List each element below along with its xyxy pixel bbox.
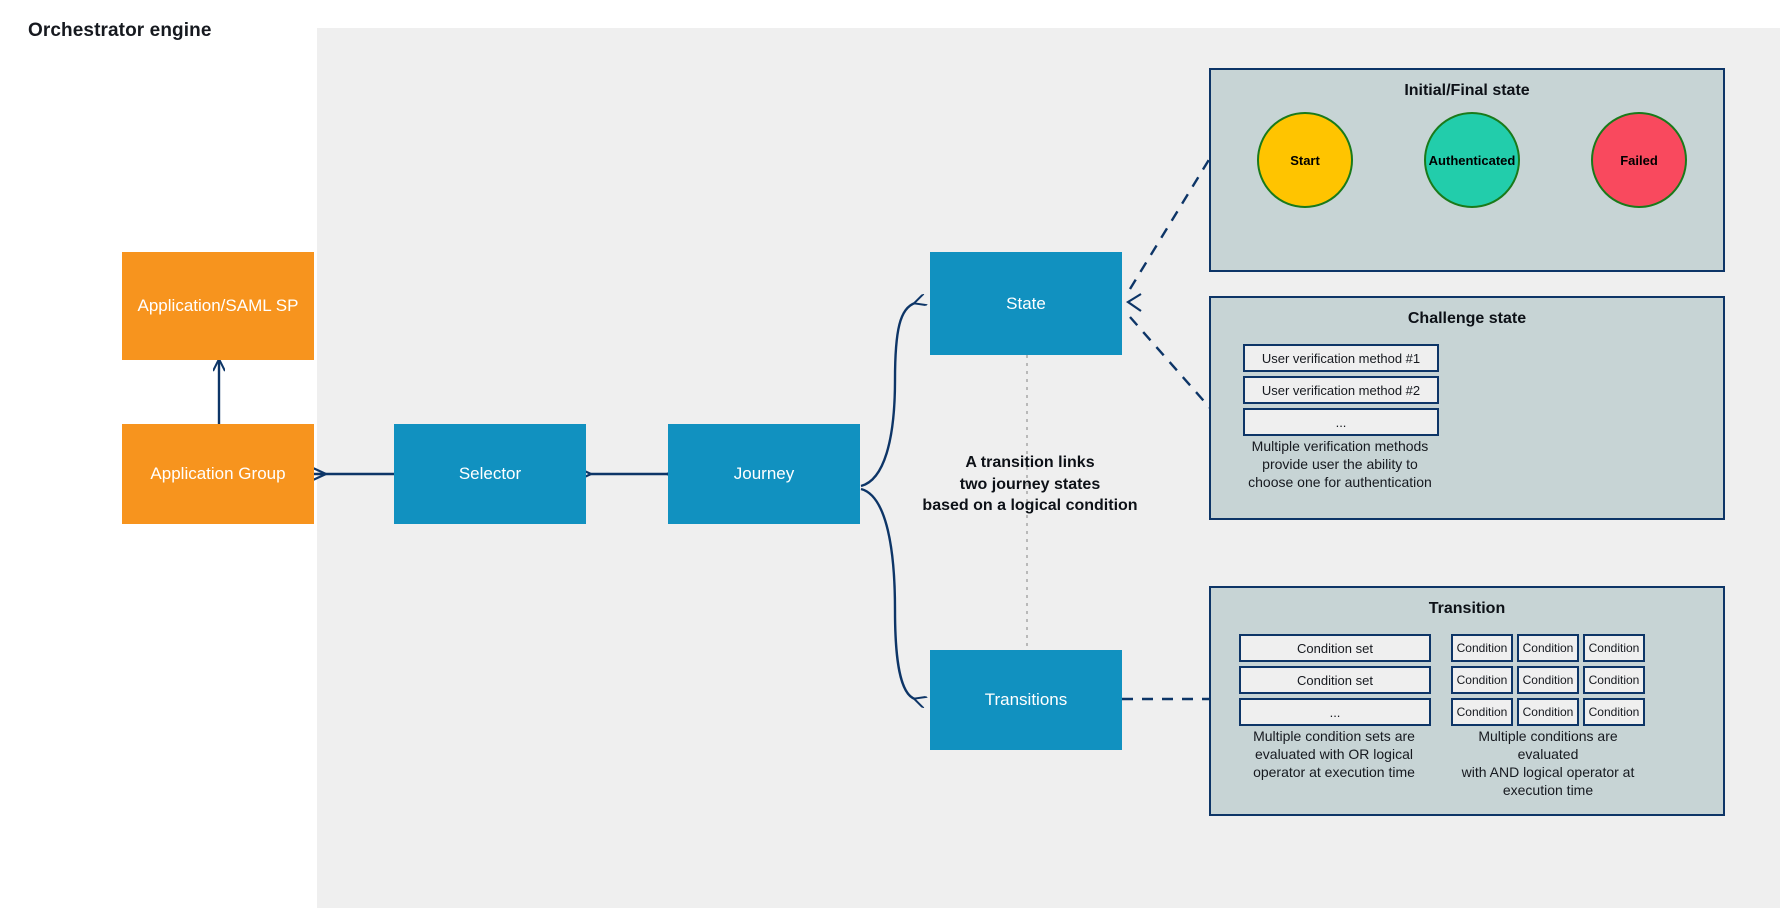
state-circle-authenticated-label: Authenticated: [1428, 152, 1516, 168]
condition-label: Condition: [1522, 641, 1574, 655]
transition-panel: Transition Condition set Condition set .…: [1209, 586, 1725, 816]
initial-final-state-title: Initial/Final state: [1404, 82, 1530, 99]
node-application-saml-sp[interactable]: Application/SAML SP: [122, 252, 314, 360]
condition-label: Condition: [1456, 641, 1508, 655]
state-circle-failed[interactable]: Failed: [1591, 112, 1687, 208]
condition-row: Condition Condition Condition: [1451, 634, 1645, 662]
condition-set-caption: Multiple condition sets are evaluated wi…: [1227, 728, 1441, 782]
state-circle-start[interactable]: Start: [1257, 112, 1353, 208]
condition-label: Condition: [1588, 641, 1640, 655]
condition-cell[interactable]: Condition: [1451, 634, 1513, 662]
condition-cell[interactable]: Condition: [1451, 698, 1513, 726]
node-transitions-label: Transitions: [984, 690, 1068, 709]
transition-panel-title: Transition: [1428, 600, 1506, 617]
or-caption-line3: operator at execution time: [1253, 763, 1415, 780]
condition-row: Condition Condition Condition: [1451, 698, 1645, 726]
and-caption-line2: with AND logical operator at: [1461, 763, 1635, 780]
node-selector[interactable]: Selector: [394, 424, 586, 524]
node-transitions[interactable]: Transitions: [930, 650, 1122, 750]
verification-method-item[interactable]: User verification method #2: [1243, 376, 1439, 404]
node-state-label: State: [1006, 293, 1046, 313]
condition-cell[interactable]: Condition: [1583, 666, 1645, 694]
verification-method-item[interactable]: ...: [1243, 408, 1439, 436]
transition-annotation-line2: two journey states: [959, 475, 1101, 493]
challenge-caption-line3: choose one for authentication: [1248, 473, 1432, 490]
condition-grid: Condition Condition Condition Condition …: [1451, 634, 1645, 730]
condition-label: Condition: [1456, 705, 1508, 719]
verification-method-label: User verification method #2: [1261, 382, 1421, 398]
condition-set-list: Condition set Condition set ...: [1239, 634, 1431, 730]
node-application-saml-sp-label: Application/SAML SP: [137, 296, 299, 315]
condition-set-item[interactable]: Condition set: [1239, 666, 1431, 694]
verification-method-list: User verification method #1 User verific…: [1243, 344, 1439, 440]
state-circle-start-label: Start: [1290, 152, 1320, 168]
condition-label: Condition: [1456, 673, 1508, 687]
node-selector-label: Selector: [458, 464, 522, 483]
or-caption-line1: Multiple condition sets are: [1253, 728, 1415, 744]
condition-set-item[interactable]: ...: [1239, 698, 1431, 726]
orchestrator-engine-title: Orchestrator engine: [28, 20, 212, 41]
condition-set-label: Condition set: [1297, 672, 1373, 688]
condition-cell[interactable]: Condition: [1451, 666, 1513, 694]
challenge-caption-line1: Multiple verification methods: [1251, 438, 1429, 454]
transition-annotation-line3: based on a logical condition: [922, 497, 1138, 515]
node-state[interactable]: State: [930, 252, 1122, 355]
condition-cell[interactable]: Condition: [1517, 634, 1579, 662]
initial-final-state-panel: Initial/Final state Start Authenticated …: [1209, 68, 1725, 272]
condition-set-label: Condition set: [1297, 640, 1373, 656]
challenge-state-title: Challenge state: [1407, 310, 1527, 327]
condition-label: Condition: [1522, 705, 1574, 719]
state-circle-failed-label: Failed: [1620, 152, 1658, 168]
node-journey-label: Journey: [733, 464, 795, 483]
node-application-group-label: Application Group: [150, 464, 286, 483]
challenge-state-panel: Challenge state User verification method…: [1209, 296, 1725, 520]
condition-cell[interactable]: Condition: [1517, 698, 1579, 726]
condition-cell[interactable]: Condition: [1583, 698, 1645, 726]
verification-method-label: User verification method #1: [1261, 350, 1421, 366]
challenge-state-caption: Multiple verification methods provide us…: [1225, 438, 1455, 492]
condition-cell[interactable]: Condition: [1517, 666, 1579, 694]
condition-label: Condition: [1522, 673, 1574, 687]
and-caption-line1: Multiple conditions are evaluated: [1478, 728, 1618, 762]
or-caption-line2: evaluated with OR logical: [1255, 745, 1413, 762]
initial-final-circle-row: Start Authenticated Failed: [1211, 112, 1723, 222]
transition-annotation-line1: A transition links: [965, 454, 1095, 471]
condition-label: Condition: [1588, 705, 1640, 719]
verification-method-item[interactable]: User verification method #1: [1243, 344, 1439, 372]
transition-annotation: A transition links two journey states ba…: [890, 452, 1170, 517]
condition-set-label: ...: [1329, 704, 1341, 720]
condition-grid-caption: Multiple conditions are evaluated with A…: [1447, 728, 1649, 800]
node-application-group[interactable]: Application Group: [122, 424, 314, 524]
node-journey[interactable]: Journey: [668, 424, 860, 524]
state-circle-authenticated[interactable]: Authenticated: [1424, 112, 1520, 208]
condition-set-item[interactable]: Condition set: [1239, 634, 1431, 662]
condition-label: Condition: [1588, 673, 1640, 687]
condition-cell[interactable]: Condition: [1583, 634, 1645, 662]
challenge-caption-line2: provide user the ability to: [1262, 455, 1418, 472]
verification-method-label: ...: [1335, 414, 1347, 430]
and-caption-line3: execution time: [1502, 781, 1594, 798]
condition-row: Condition Condition Condition: [1451, 666, 1645, 694]
